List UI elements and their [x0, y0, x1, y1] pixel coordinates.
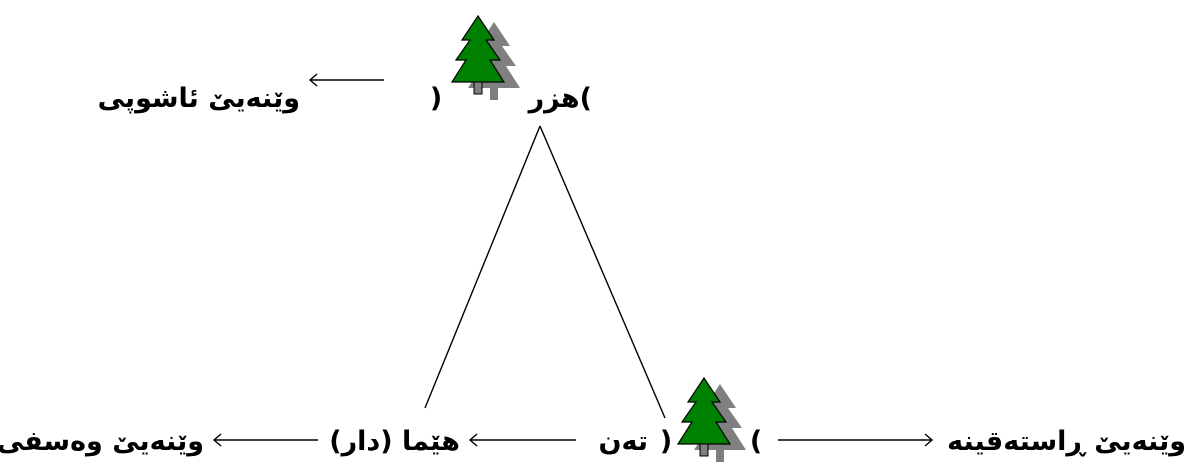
arrow-bottom-left: [212, 433, 318, 447]
top-tree-icon: [451, 15, 521, 101]
bottom-tree-icon: [677, 377, 747, 463]
top-left-image-label: وێنەیێ ئاشوپی: [98, 83, 300, 114]
bottom-paren-open: (: [750, 426, 762, 457]
arrow-top-left: [308, 73, 384, 87]
triangle-right-line: [539, 125, 666, 419]
bottom-paren-close: ): [660, 426, 672, 457]
bottom-symbol-label: هێما (دار): [329, 426, 460, 457]
bottom-body-label: تەن: [598, 426, 648, 457]
top-concept-label: هزر(: [527, 83, 592, 114]
top-paren-close: ): [430, 83, 442, 114]
arrow-bottom-middle: [468, 433, 576, 447]
bottom-image-desc-label: وێنەیێ وەسفی: [0, 426, 204, 457]
arrow-bottom-right: [778, 433, 934, 447]
bottom-image-real-label: وێنەیێ ڕاستەقینە: [947, 426, 1186, 457]
triangle-left-line: [424, 125, 541, 409]
